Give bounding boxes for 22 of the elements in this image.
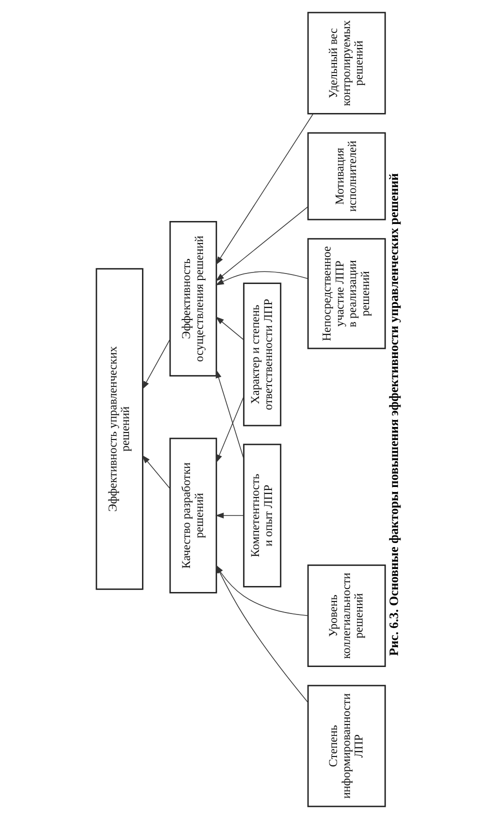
arrow	[216, 370, 244, 460]
arrow	[215, 512, 244, 518]
node-box: Уровень коллегиальности решений	[307, 564, 386, 667]
node-box: Эффективность осуществления решений	[169, 220, 218, 377]
arrow	[216, 316, 244, 340]
arrow	[216, 564, 308, 703]
arrow	[142, 454, 170, 489]
node-box: Мотивация исполнителей	[307, 132, 386, 220]
node-box: Качество разработки решений	[169, 438, 218, 594]
arrow	[216, 396, 244, 464]
node-box: Непосредственное участие ЛПР в реализации решений	[307, 238, 386, 350]
node-box: Компетентность и опыт ЛПР	[243, 444, 282, 588]
arrow	[142, 338, 170, 390]
arrow	[215, 271, 308, 286]
node-box: Эффективность управленческих решений	[96, 268, 144, 590]
node-box: Удельный вес контролируемых решений	[307, 12, 386, 114]
arrow	[216, 206, 308, 282]
arrow	[216, 564, 308, 616]
arrow	[216, 114, 314, 265]
node-box: Степень информированности ЛПР	[307, 684, 386, 808]
node-box: Характер и степень ответственности ЛПР	[243, 282, 282, 426]
caption: Рис. 6.3. Основные факторы повышения эффективности управленческих решений	[387, 173, 402, 656]
